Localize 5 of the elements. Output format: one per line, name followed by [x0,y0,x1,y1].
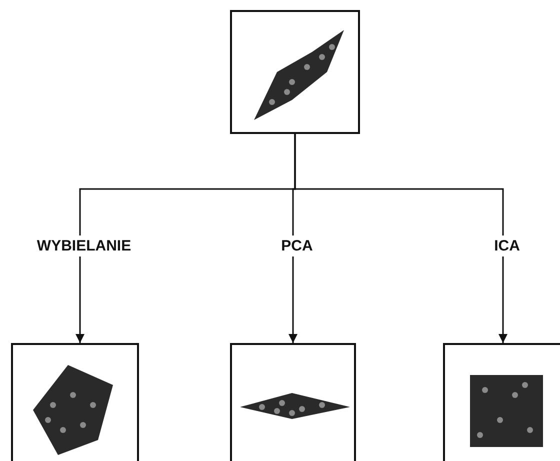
picture-frame [443,343,560,461]
picture-frame [230,10,360,134]
arrow [294,134,508,343]
picture-frame [230,343,356,461]
picture-frame [11,343,139,461]
